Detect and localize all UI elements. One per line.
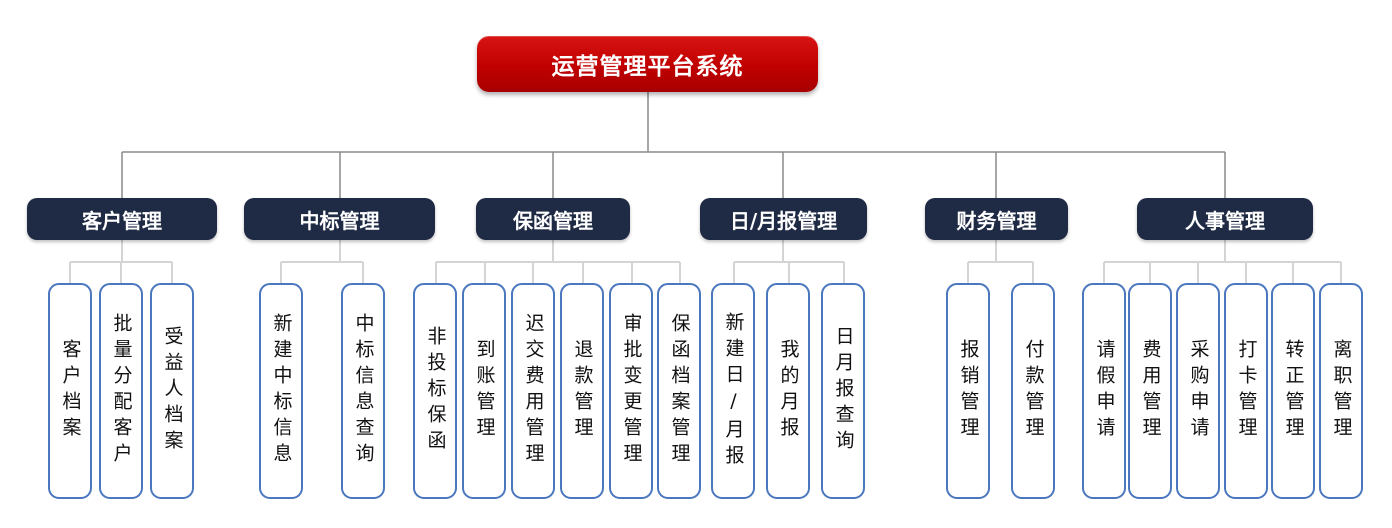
leaf-label: 转正管理 xyxy=(1282,339,1305,443)
leaf-label: 我的月报 xyxy=(777,339,800,443)
leaf-node: 保函档案管理 xyxy=(657,283,701,499)
leaf-label: 报销管理 xyxy=(957,339,980,443)
leaf-label: 审批变更管理 xyxy=(620,313,643,469)
leaf-label: 新建日/月报 xyxy=(722,311,745,471)
leaf-node: 客户档案 xyxy=(48,283,92,499)
leaf-node: 日月报查询 xyxy=(821,283,865,499)
leaf-label: 非投标保函 xyxy=(424,326,447,456)
leaf-label: 请假申请 xyxy=(1093,339,1116,443)
leaf-node: 我的月报 xyxy=(766,283,810,499)
leaf-label: 费用管理 xyxy=(1139,339,1162,443)
leaf-label: 迟交费用管理 xyxy=(522,313,545,469)
leaf-label: 中标信息查询 xyxy=(352,313,375,469)
leaf-node: 受益人档案 xyxy=(150,283,194,499)
leaf-node: 付款管理 xyxy=(1011,283,1055,499)
group-node-finance-management: 财务管理 xyxy=(925,198,1068,240)
leaf-node: 离职管理 xyxy=(1319,283,1363,499)
leaf-label: 日月报查询 xyxy=(832,326,855,456)
leaf-label: 打卡管理 xyxy=(1235,339,1258,443)
leaf-label: 付款管理 xyxy=(1022,339,1045,443)
leaf-node: 采购申请 xyxy=(1176,283,1220,499)
leaf-label: 新建中标信息 xyxy=(270,313,293,469)
leaf-node: 退款管理 xyxy=(560,283,604,499)
leaf-label: 到账管理 xyxy=(473,339,496,443)
sub-connector-lines xyxy=(69,240,1342,283)
leaf-node: 费用管理 xyxy=(1128,283,1172,499)
leaf-label: 受益人档案 xyxy=(161,326,184,456)
leaf-node: 迟交费用管理 xyxy=(511,283,555,499)
leaf-node: 请假申请 xyxy=(1082,283,1126,499)
leaf-label: 采购申请 xyxy=(1187,339,1210,443)
leaf-label: 批量分配客户 xyxy=(110,313,133,469)
group-node-guarantee-management: 保函管理 xyxy=(476,198,630,240)
root-node-system-title: 运营管理平台系统 xyxy=(477,36,818,92)
leaf-node: 批量分配客户 xyxy=(99,283,143,499)
group-node-bid-management: 中标管理 xyxy=(244,198,435,240)
leaf-node: 审批变更管理 xyxy=(609,283,653,499)
leaf-node: 中标信息查询 xyxy=(341,283,385,499)
group-node-hr-management: 人事管理 xyxy=(1137,198,1313,240)
leaf-node: 新建日/月报 xyxy=(711,283,755,499)
leaf-label: 退款管理 xyxy=(571,339,594,443)
leaf-node: 报销管理 xyxy=(946,283,990,499)
main-connector-lines xyxy=(121,92,1226,198)
leaf-node: 打卡管理 xyxy=(1224,283,1268,499)
leaf-node: 转正管理 xyxy=(1271,283,1315,499)
leaf-label: 保函档案管理 xyxy=(668,313,691,469)
group-node-report-management: 日/月报管理 xyxy=(700,198,867,240)
leaf-node: 非投标保函 xyxy=(413,283,457,499)
leaf-label: 客户档案 xyxy=(59,339,82,443)
leaf-label: 离职管理 xyxy=(1330,339,1353,443)
leaf-node: 新建中标信息 xyxy=(259,283,303,499)
group-node-customer-management: 客户管理 xyxy=(27,198,217,240)
leaf-node: 到账管理 xyxy=(462,283,506,499)
